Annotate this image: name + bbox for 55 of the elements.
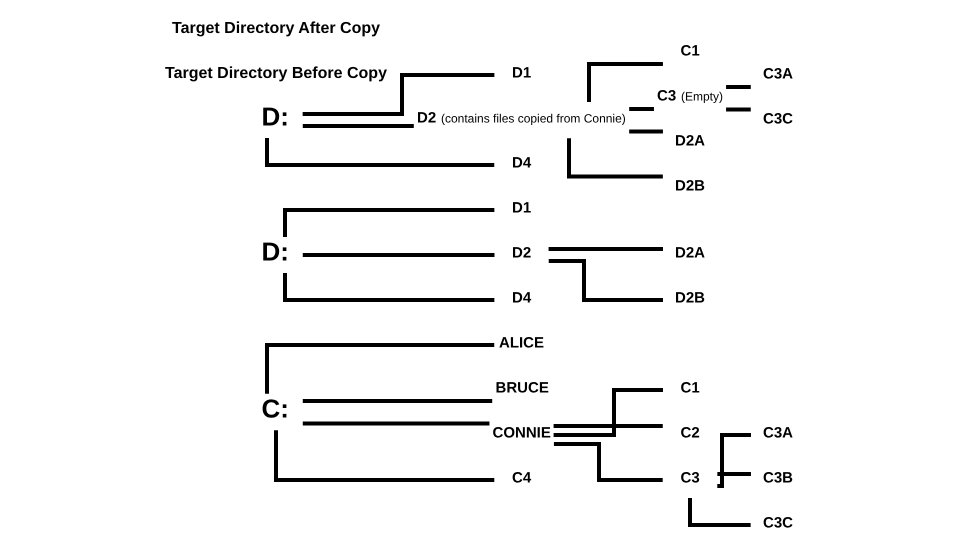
node-text: C3A xyxy=(762,66,793,82)
connector xyxy=(302,124,414,128)
label: Target Directory After Copy xyxy=(172,20,380,37)
node-text: D2A xyxy=(674,132,705,150)
node-text: C3 xyxy=(680,470,700,486)
connector xyxy=(302,399,492,403)
node-text: C: xyxy=(261,393,288,424)
connector xyxy=(586,62,662,102)
node-text: C4 xyxy=(512,470,531,486)
connector xyxy=(302,253,494,257)
node-text: D4 xyxy=(512,290,531,306)
connector xyxy=(726,85,750,89)
node-text: D2 xyxy=(512,244,531,262)
node-text: D: xyxy=(261,101,288,132)
connector xyxy=(302,73,494,116)
connector xyxy=(716,472,750,476)
node-text: C3A xyxy=(762,424,793,442)
node-text: D2B xyxy=(674,178,705,194)
connector xyxy=(553,442,662,482)
node-text: BRUCE xyxy=(495,380,548,396)
node-text: D1 xyxy=(512,200,531,216)
node-text: C3C xyxy=(762,110,793,128)
connector xyxy=(553,388,662,437)
node-text: D2 xyxy=(416,110,436,126)
connector xyxy=(264,138,494,167)
connector xyxy=(302,422,489,426)
node-text: C3 xyxy=(656,88,676,104)
connector xyxy=(548,247,662,251)
node-text: D2B xyxy=(674,290,705,306)
node-text: ALICE xyxy=(498,334,544,352)
node-text: C1 xyxy=(680,42,700,60)
connector xyxy=(282,208,494,237)
connector xyxy=(548,259,662,302)
connector xyxy=(716,433,750,488)
node-text: C1 xyxy=(680,380,700,396)
node-text: D: xyxy=(261,236,288,266)
connector xyxy=(553,424,662,428)
connector xyxy=(688,498,750,527)
connector xyxy=(274,430,494,482)
node-text: D2A xyxy=(674,244,705,262)
connector xyxy=(628,130,662,134)
connector xyxy=(282,273,494,302)
node-text: D4 xyxy=(512,154,531,172)
connector xyxy=(264,343,494,394)
node-text: D1 xyxy=(512,64,531,82)
label: Target Directory Before Copy xyxy=(164,64,386,82)
node-label: (contains files copied from Connie) xyxy=(440,112,626,126)
node-text: C3B xyxy=(762,470,793,486)
connector xyxy=(566,138,662,178)
node-text: C3C xyxy=(762,514,793,532)
node-text: CONNIE xyxy=(492,424,550,442)
node-text: C2 xyxy=(680,424,700,442)
node-label: (Empty) xyxy=(680,90,722,104)
connector xyxy=(628,107,654,111)
connector xyxy=(726,108,750,112)
